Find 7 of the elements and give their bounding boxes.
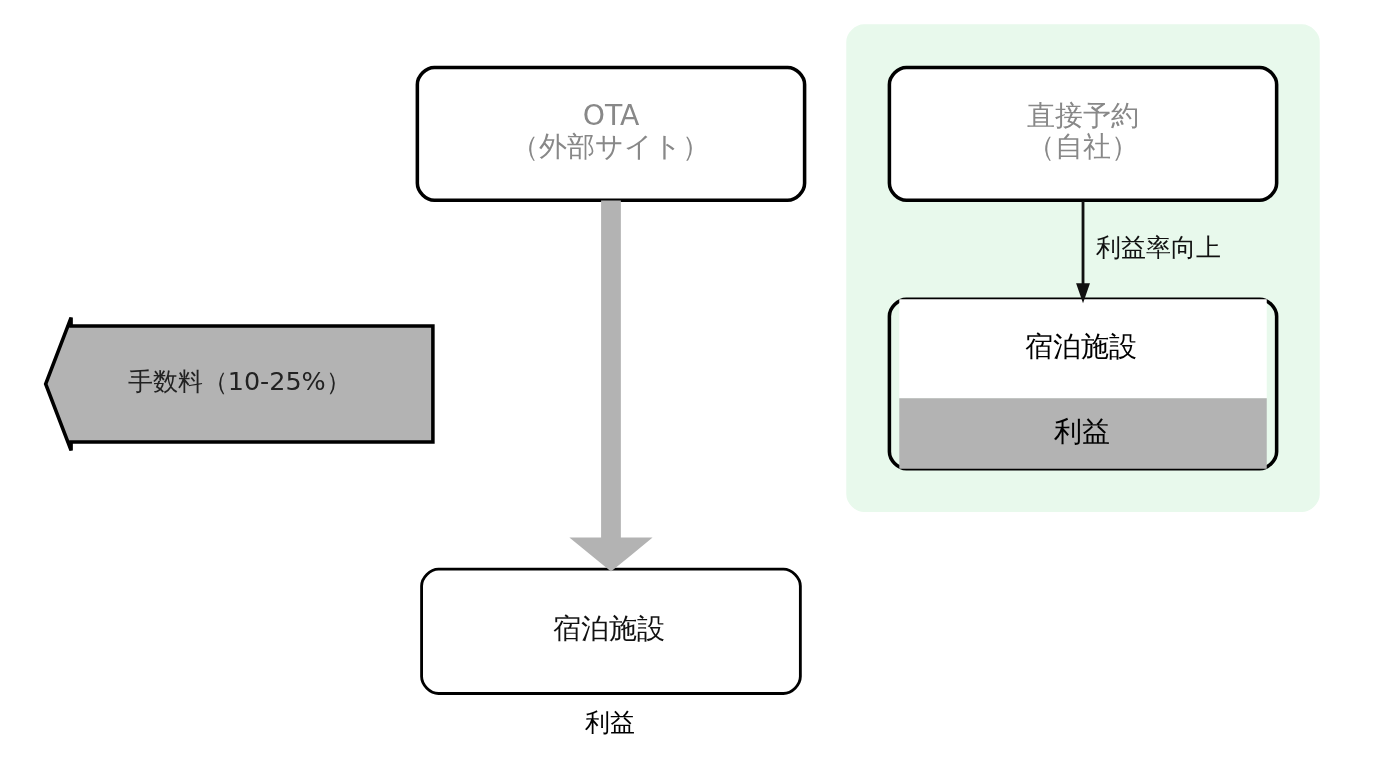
cluster (846, 24, 1320, 512)
node-box: 直接予約 （自社） (887, 65, 1279, 203)
node-label: 利益 (584, 706, 635, 737)
node-box: OTA （外部サイト） (415, 65, 807, 203)
arrow (569, 200, 653, 572)
edge-label: 利益率向上 (1095, 231, 1221, 262)
arrow (1076, 200, 1090, 304)
